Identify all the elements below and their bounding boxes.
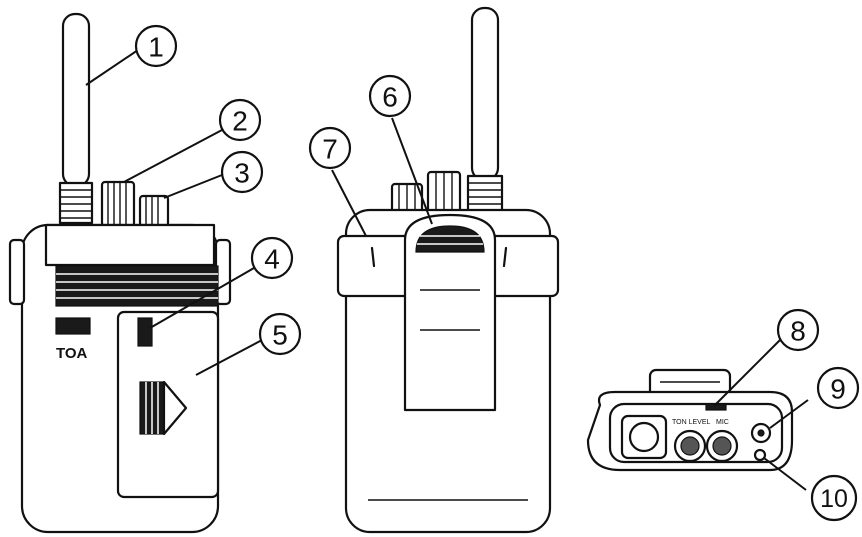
slide-arrow-icon — [139, 380, 188, 436]
top-panel-view: TON LEVEL MIC — [586, 368, 794, 472]
power-indicator — [137, 317, 153, 347]
svg-text:2: 2 — [232, 106, 248, 137]
callout-9: 9 — [816, 366, 860, 410]
channel-knob — [138, 194, 170, 228]
svg-text:TOA: TOA — [56, 345, 88, 362]
leader-lines — [85, 49, 809, 491]
callout-10: 10 — [810, 474, 858, 522]
callout-3: 3 — [220, 150, 264, 194]
callout-4: 4 — [250, 236, 294, 280]
brand-logo: TOA — [55, 317, 91, 362]
svg-text:6: 6 — [382, 82, 398, 113]
svg-text:TON LEVEL: TON LEVEL — [672, 419, 710, 426]
level-knob: TON LEVEL — [672, 419, 710, 463]
callout-5: 5 — [258, 312, 302, 356]
svg-text:8: 8 — [790, 316, 806, 347]
callout-8: 8 — [776, 308, 820, 352]
input-connector — [620, 414, 668, 460]
battery-cover — [116, 310, 220, 499]
svg-text:7: 7 — [322, 134, 338, 165]
callout-1: 1 — [134, 24, 178, 68]
front-view: TOA — [8, 12, 232, 534]
svg-text:MIC: MIC — [716, 419, 729, 426]
belt-clip — [403, 213, 497, 412]
jack-10 — [753, 448, 767, 462]
callout-7: 7 — [308, 126, 352, 170]
led-9 — [750, 422, 772, 444]
antenna — [58, 12, 94, 225]
callout-6: 6 — [368, 74, 412, 118]
svg-text:4: 4 — [264, 244, 280, 275]
svg-text:10: 10 — [820, 485, 848, 513]
mic-knob: MIC — [705, 419, 739, 463]
svg-text:3: 3 — [234, 158, 250, 189]
back-view — [336, 6, 560, 534]
volume-knob — [100, 180, 136, 228]
svg-text:5: 5 — [272, 320, 288, 351]
svg-text:9: 9 — [830, 374, 846, 405]
callout-2: 2 — [218, 98, 262, 142]
svg-text:1: 1 — [148, 32, 164, 63]
grille — [55, 265, 219, 307]
